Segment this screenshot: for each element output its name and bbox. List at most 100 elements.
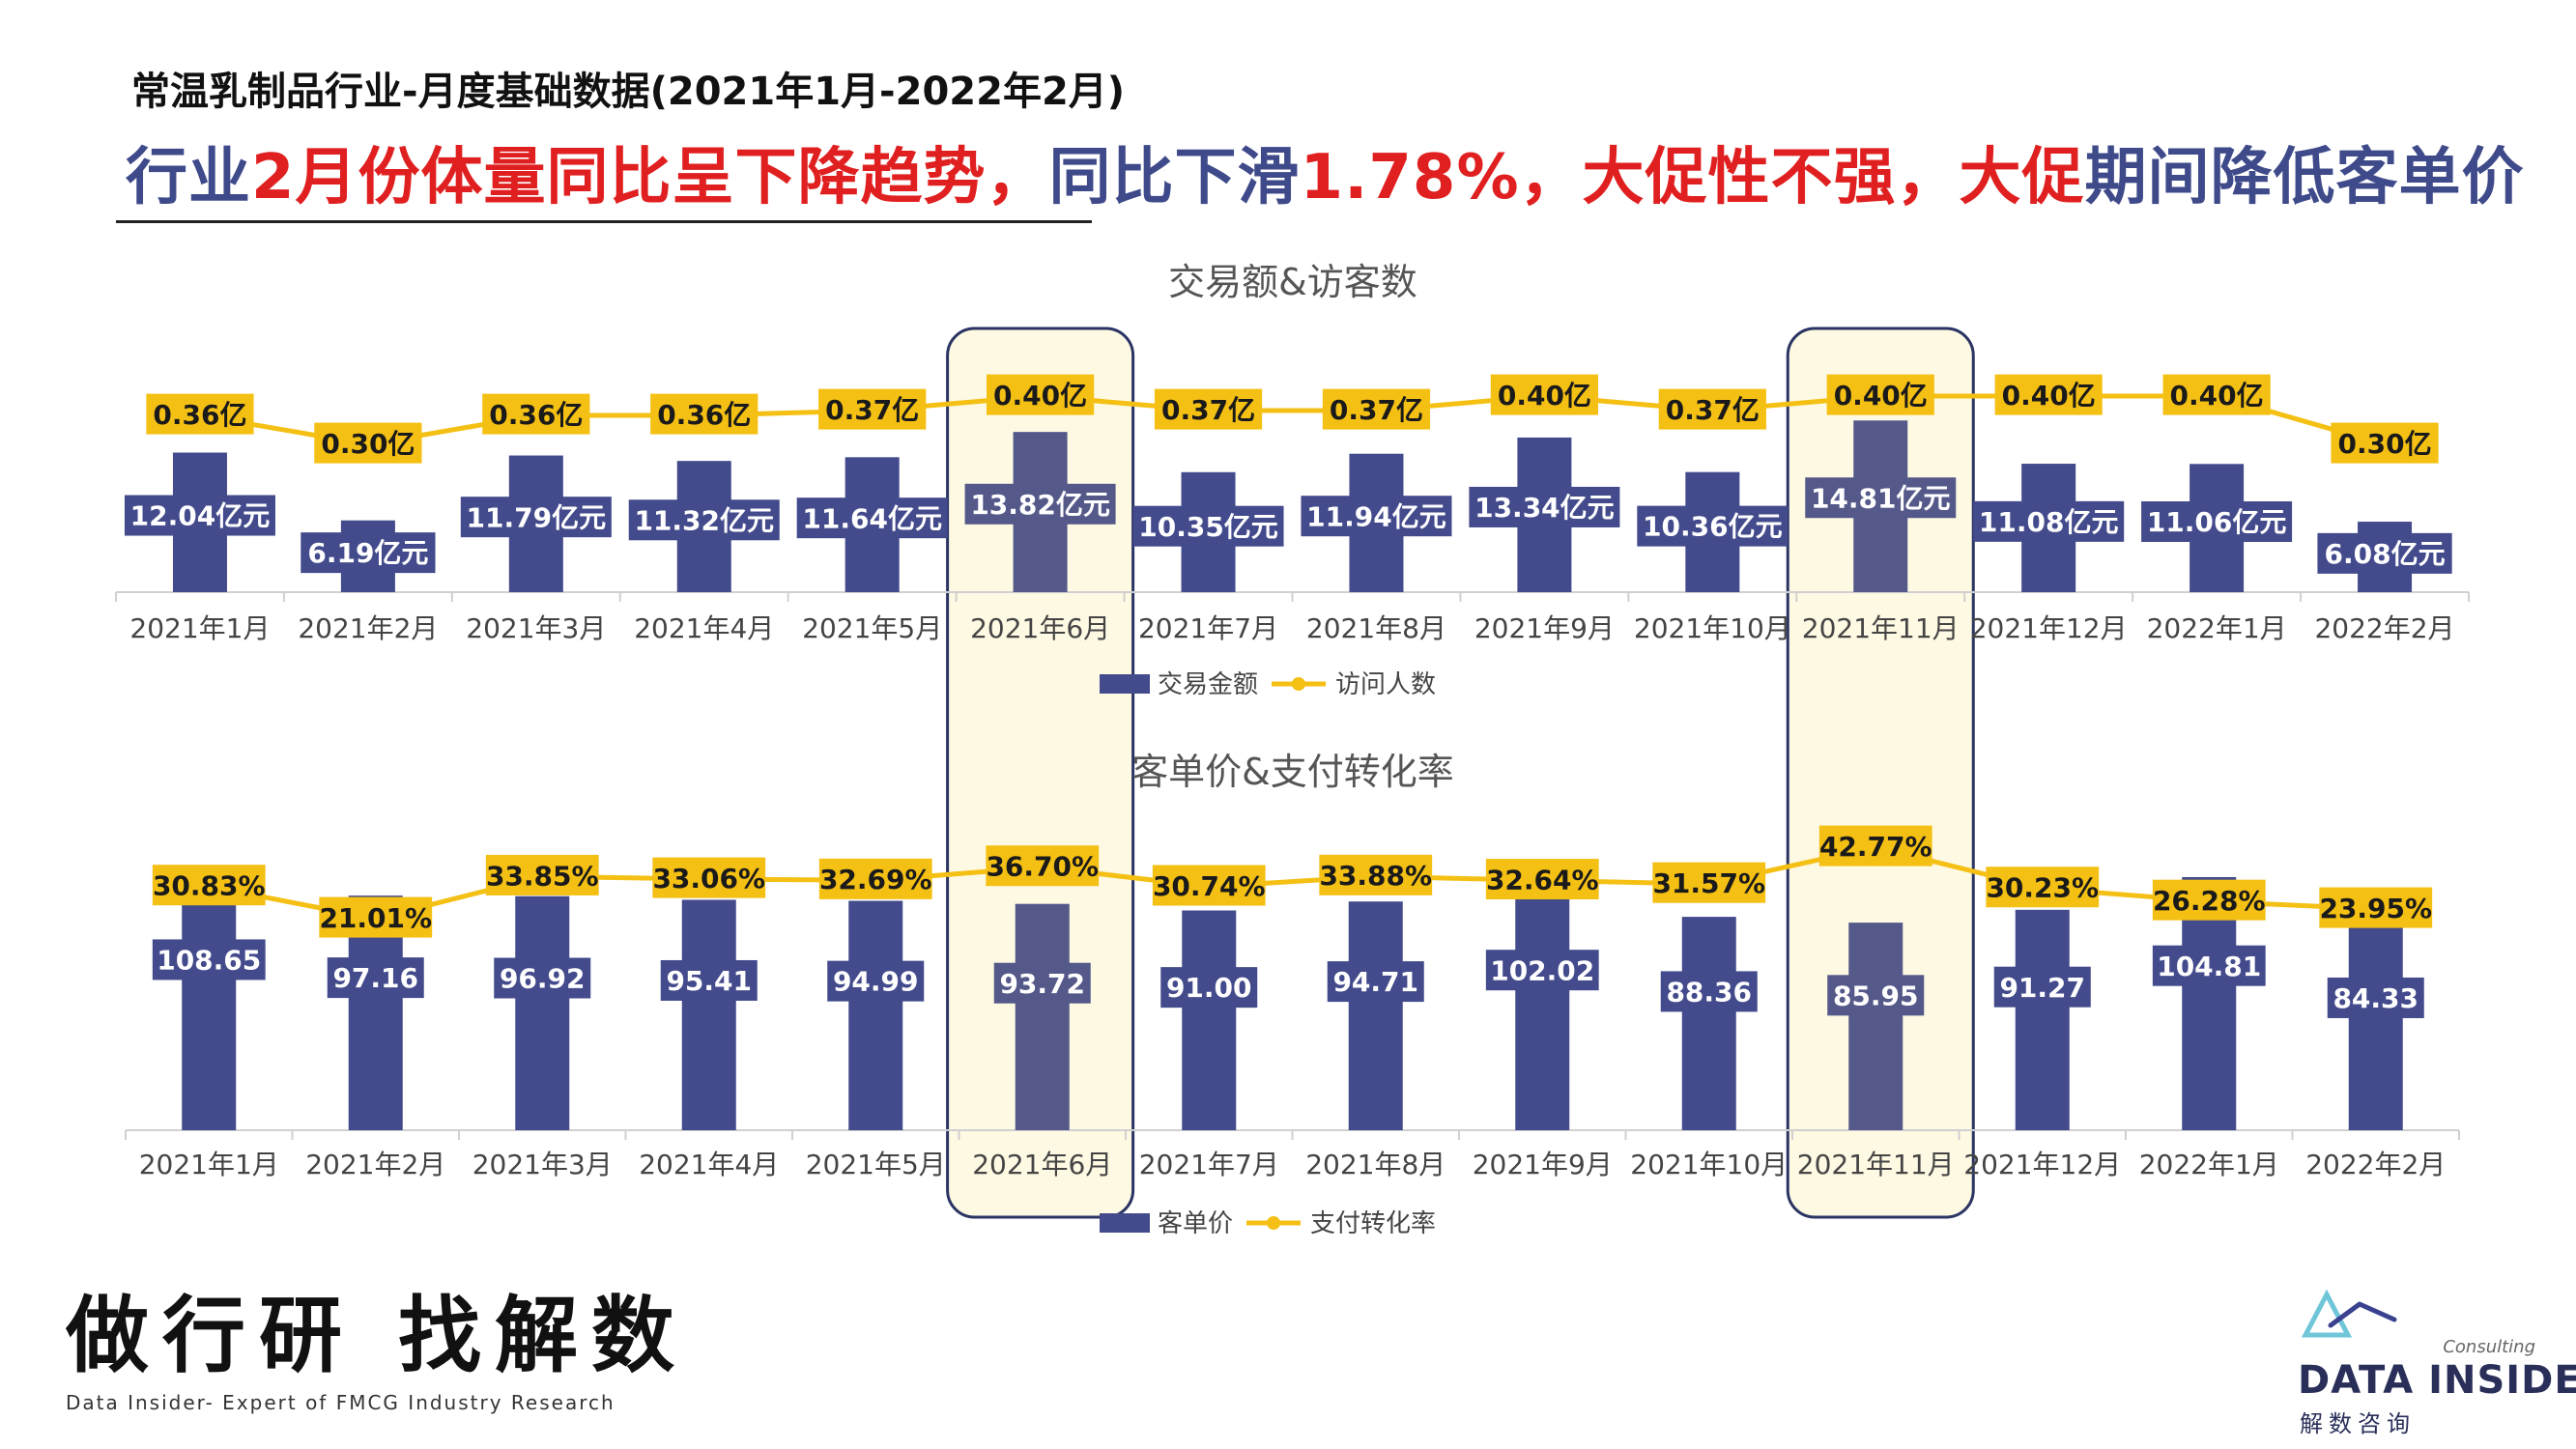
chart-2-line-label-bg-14 <box>2319 887 2433 928</box>
chart-1-category-label-9: 2021年9月 <box>1474 612 1615 644</box>
chart-2-category-label-7: 2021年7月 <box>1139 1149 1279 1180</box>
chart-1-line-label-bg-12 <box>1994 374 2103 415</box>
headline-part-4: 1.78%，大促性不强，大促 <box>1300 142 2085 213</box>
chart-2-line-label-2: 21.01% <box>319 902 432 934</box>
chart-1-bar-label-5: 11.64亿元 <box>802 502 942 534</box>
data-insider-logo: Consulting DATA INSIDER 解数咨询 <box>2290 1287 2576 1437</box>
chart-1-line-label-14: 0.30亿 <box>2337 428 2431 460</box>
chart-2-bar-1 <box>182 867 237 1130</box>
chart-2-bar-label-bg-2 <box>327 957 424 999</box>
chart-2-category-label-6: 2021年6月 <box>972 1149 1112 1180</box>
chart-2-title: 客单价&支付转化率 <box>1131 751 1454 793</box>
chart-1-bar-label-bg-10 <box>1637 505 1789 547</box>
chart-2-bar-4 <box>681 899 736 1130</box>
chart-1-bar-label-13: 11.06亿元 <box>2147 506 2287 538</box>
chart-2-line-label-14: 23.95% <box>2319 893 2432 924</box>
chart-2-bar-12 <box>2015 909 2070 1130</box>
chart-2-bar-label-bg-9 <box>1485 950 1599 991</box>
chart-2-line-label-bg-6 <box>986 845 1100 887</box>
chart-2-category-label-5: 2021年5月 <box>806 1149 946 1180</box>
chart-2-bar-label-bg-4 <box>660 959 758 1001</box>
brand-slogan-cn: 做行研 找解数 <box>66 1288 688 1384</box>
chart-2-line-label-bg-8 <box>1319 854 1433 895</box>
chart-2-line-label-bg-5 <box>818 858 932 899</box>
chart-2-bar-label-bg-3 <box>494 957 591 999</box>
chart-1-bar-label-bg-6 <box>964 483 1116 525</box>
logo-cn: 解数咨询 <box>2300 1410 2416 1437</box>
headline-underline <box>116 220 1092 223</box>
chart-2-line-label-3: 33.85% <box>486 860 599 892</box>
chart-1-line-label-10: 0.37亿 <box>1666 394 1760 426</box>
chart-1-bar-label-7: 10.35亿元 <box>1138 511 1278 543</box>
chart-2-bar-5 <box>848 900 903 1130</box>
chart-2-bar-label-bg-1 <box>152 939 266 980</box>
headline-part-2: 2月份体量同比呈下降趋势， <box>251 142 1049 213</box>
chart-1-line-label-bg-14 <box>2331 422 2439 464</box>
chart-1-title: 交易额&访客数 <box>1168 261 1417 303</box>
chart-1-category-label-8: 2021年8月 <box>1306 612 1446 644</box>
chart-1-bar-label-3: 11.79亿元 <box>467 501 607 533</box>
chart-2-bar-label-8: 94.71 <box>1332 966 1418 998</box>
chart-1-bar-label-1: 12.04亿元 <box>130 500 271 532</box>
chart-2-line-label-bg-7 <box>1152 865 1266 906</box>
chart-1-line-label-bg-8 <box>1322 388 1431 430</box>
chart-2-legend-line-label: 支付转化率 <box>1310 1209 1436 1238</box>
chart-2-bar-label-6: 93.72 <box>999 968 1085 1000</box>
chart-1-category-label-10: 2021年10月 <box>1634 612 1791 644</box>
chart-1-line-label-4: 0.36亿 <box>657 399 751 431</box>
chart-1-line-label-6: 0.40亿 <box>993 380 1087 412</box>
chart-2-line-label-13: 26.28% <box>2153 885 2266 917</box>
chart-2-category-label-11: 2021年11月 <box>1797 1149 1955 1180</box>
chart-2-bar-label-13: 104.81 <box>2157 951 2261 982</box>
chart-2-line-label-bg-11 <box>1818 825 1932 867</box>
chart-2-bar-label-bg-5 <box>827 960 925 1002</box>
brand-slogan-en: Data Insider- Expert of FMCG Industry Re… <box>66 1391 615 1414</box>
chart-1-bar-label-bg-1 <box>124 495 275 536</box>
chart-2-bar-label-bg-11 <box>1827 975 1925 1016</box>
chart-1-category-label-3: 2021年3月 <box>466 612 606 644</box>
chart-1-bar-label-bg-8 <box>1301 496 1452 537</box>
brand-slogan: 做行研 找解数 Data Insider- Expert of FMCG Ind… <box>66 1294 688 1414</box>
page-headline: 行业2月份体量同比呈下降趋势，同比下滑1.78%，大促性不强，大促期间降低客单价 <box>126 128 2525 216</box>
chart-2-bar-label-2: 97.16 <box>332 962 418 994</box>
chart-1-bar-label-6: 13.82亿元 <box>970 489 1110 521</box>
chart-2-bar-label-bg-7 <box>1160 967 1258 1009</box>
chart-1-category-label-1: 2021年1月 <box>129 612 270 644</box>
logo-consulting: Consulting <box>2443 1337 2535 1357</box>
chart-2-line-label-12: 30.23% <box>1986 872 2099 904</box>
chart-2-legend-bar-swatch <box>1100 1213 1150 1233</box>
chart-1-line-label-bg-2 <box>314 422 422 464</box>
chart-2-bar-label-1: 108.65 <box>157 945 261 977</box>
chart-2-line-label-11: 42.77% <box>1819 831 1932 863</box>
chart-2-bar-label-11: 85.95 <box>1833 980 1919 1011</box>
chart-2-line-label-bg-13 <box>2152 879 2266 921</box>
logo-name: DATA INSIDER <box>2298 1358 2576 1403</box>
chart-1-line-label-bg-4 <box>650 393 758 435</box>
chart-2-line-label-bg-12 <box>1986 867 2100 908</box>
chart-2-bar-9 <box>1515 883 1570 1130</box>
logo-mark-icon <box>2302 1289 2397 1338</box>
chart-1-bar-label-4: 11.32亿元 <box>634 504 774 536</box>
chart-2-bar-11 <box>1848 923 1903 1130</box>
chart-1-line-label-bg-10 <box>1658 388 1766 430</box>
chart-2-bar-14 <box>2348 926 2403 1130</box>
chart-2-category-label-4: 2021年4月 <box>639 1149 779 1180</box>
chart-2-line-label-7: 30.74% <box>1153 870 1266 902</box>
chart-1-category-label-5: 2021年5月 <box>802 612 942 644</box>
chart-1-category-label-6: 2021年6月 <box>970 612 1110 644</box>
chart-1-bar-label-bg-5 <box>796 497 948 539</box>
chart-1-category-label-11: 2021年11月 <box>1802 612 1960 644</box>
chart-1-bar-label-bg-9 <box>1469 486 1620 527</box>
chart-2-line-label-bg-3 <box>485 854 599 895</box>
chart-2-legend-line-marker <box>1267 1216 1280 1230</box>
chart-1-line-label-bg-1 <box>146 393 254 435</box>
chart-2-line-label-10: 31.57% <box>1652 867 1765 899</box>
chart-2-bar-label-bg-6 <box>993 962 1091 1004</box>
chart-2-line-label-4: 33.06% <box>652 863 765 895</box>
chart-1-bar-label-11: 14.81亿元 <box>1811 482 1951 514</box>
chart-2-bar-label-bg-13 <box>2152 945 2266 986</box>
chart-2-bar-label-4: 95.41 <box>666 965 752 997</box>
chart-1-legend-line-label: 访问人数 <box>1335 670 1436 699</box>
chart-1-bar-label-bg-2 <box>301 532 436 574</box>
chart-2-bar-label-14: 84.33 <box>2333 982 2419 1014</box>
